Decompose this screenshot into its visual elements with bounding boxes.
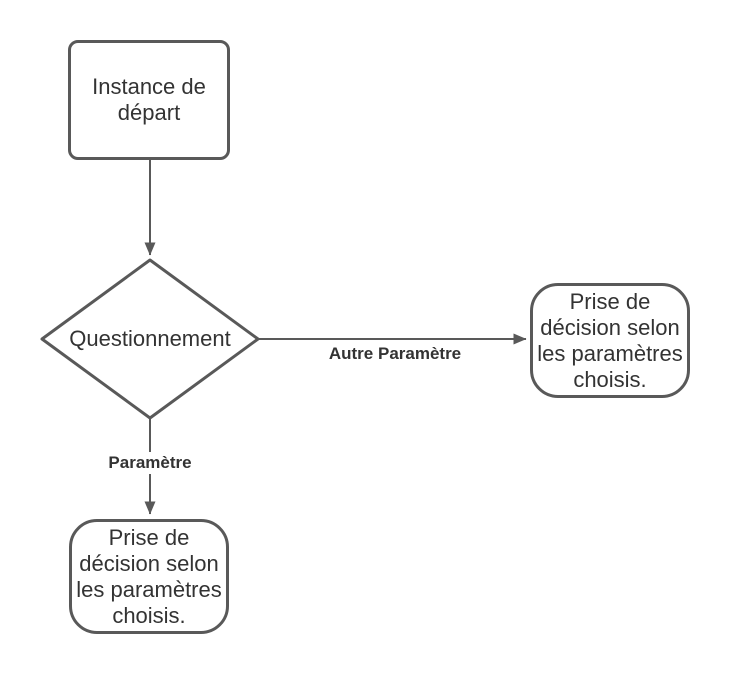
edge-label-parametre: Paramètre (104, 452, 196, 474)
node-start-label: Instance de départ (92, 74, 206, 125)
edge-label-autre-parametre: Autre Paramètre (320, 343, 470, 365)
question-diamond-shape (40, 258, 260, 420)
node-start: Instance de départ (68, 40, 230, 160)
node-decision-bottom: Prise de décision selon les paramètres c… (69, 519, 229, 634)
node-decision-bottom-label: Prise de décision selon les paramètres c… (76, 524, 222, 628)
node-decision-right: Prise de décision selon les paramètres c… (530, 283, 690, 398)
node-question-label: Questionnement (69, 326, 231, 351)
node-decision-right-label: Prise de décision selon les paramètres c… (537, 288, 683, 392)
